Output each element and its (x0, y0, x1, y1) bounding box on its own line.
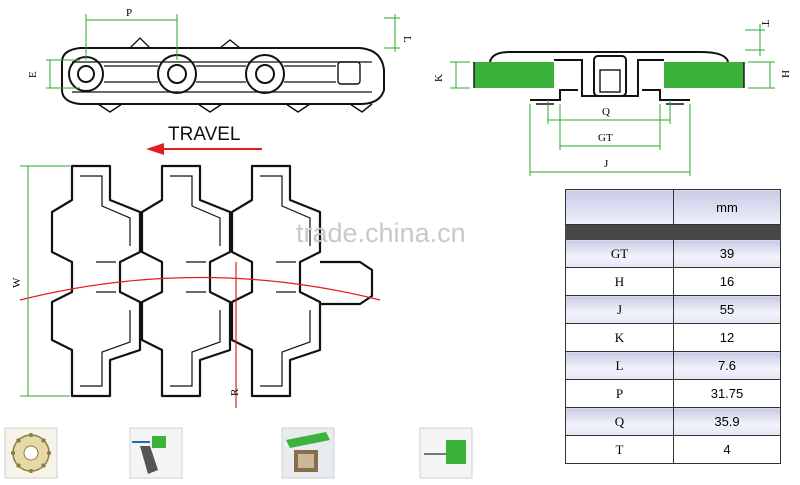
right-friction-pad (664, 62, 744, 88)
table-row: L 7.6 (565, 351, 781, 380)
spec-key: P (565, 379, 674, 408)
spec-value: 35.9 (673, 407, 781, 436)
spec-table-header-unit: mm (673, 189, 781, 225)
chain-link-plate (140, 164, 232, 398)
table-row: J 55 (565, 295, 781, 324)
dim-label-p: P (126, 7, 132, 19)
spec-key: K (565, 323, 674, 352)
dim-label-r: R (229, 388, 241, 396)
spec-key: T (565, 435, 674, 464)
pad-thumbnail-icon (419, 427, 473, 479)
top-view-dimensions (20, 165, 70, 397)
guide-rail-thumbnail-icon (281, 427, 335, 479)
table-row: P 31.75 (565, 379, 781, 408)
dim-label-q: Q (602, 106, 610, 118)
dim-label-w: W (11, 277, 23, 288)
dim-label-j: J (604, 158, 609, 170)
spec-key: H (565, 267, 674, 296)
dim-label-h: H (779, 70, 791, 78)
end-view-dimensions (450, 24, 775, 176)
table-row: GT 39 (565, 239, 781, 268)
chain-pin (245, 54, 285, 94)
spec-value: 7.6 (673, 351, 781, 380)
side-view-outline (61, 47, 385, 105)
dim-label-k: K (433, 74, 445, 82)
travel-arrow (146, 143, 262, 155)
top-view (19, 164, 381, 408)
dim-label-gt: GT (598, 132, 613, 144)
spec-key: GT (565, 239, 674, 268)
chain-link-plate (50, 164, 142, 398)
chain-pin (157, 54, 197, 94)
spec-key: J (565, 295, 674, 324)
spec-table-header-row: mm (565, 189, 781, 225)
spec-table-divider (565, 224, 781, 240)
chain-link-plate (230, 164, 322, 398)
side-view-dimensions (46, 14, 400, 89)
turning-radius-arc (19, 276, 381, 301)
table-row: Q 35.9 (565, 407, 781, 436)
table-row: H 16 (565, 267, 781, 296)
spec-value: 55 (673, 295, 781, 324)
watermark: trade.china.cn (296, 218, 466, 248)
spec-key: L (565, 351, 674, 380)
spec-value: 16 (673, 267, 781, 296)
end-view (473, 51, 745, 105)
travel-label: TRAVEL (168, 124, 241, 145)
spec-value: 31.75 (673, 379, 781, 408)
dim-label-l: L (401, 36, 413, 43)
spec-table-header-key (565, 189, 674, 225)
spec-table: mm GT 39 H 16 J 55 K 12 L 7.6 P 31.75 Q … (565, 189, 781, 464)
spec-value: 12 (673, 323, 781, 352)
table-row: K 12 (565, 323, 781, 352)
spec-value: 4 (673, 435, 781, 464)
left-friction-pad (474, 62, 554, 88)
spec-value: 39 (673, 239, 781, 268)
spec-key: Q (565, 407, 674, 436)
table-row: T 4 (565, 435, 781, 464)
dim-label-e: E (27, 71, 39, 78)
side-flex-thumbnail-icon (129, 427, 183, 479)
side-view (61, 37, 385, 113)
sprocket-thumbnail-icon (4, 427, 58, 479)
dim-label-t: T (759, 20, 771, 27)
